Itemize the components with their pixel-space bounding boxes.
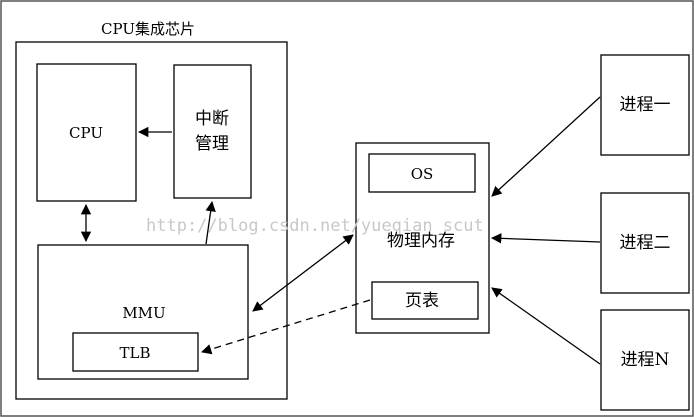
tlb-label: TLB (120, 344, 151, 362)
page-table-label: 页表 (405, 291, 439, 311)
watermark-text: http://blog.csdn.net/yueqian_scut (146, 216, 484, 236)
process-2-label: 进程二 (620, 233, 671, 253)
cpu-box (36, 63, 137, 202)
physical-memory-box (355, 142, 490, 334)
arrow-processn-to-memory (491, 287, 601, 365)
os-box (368, 153, 476, 193)
process-n-box (600, 309, 690, 411)
physical-memory-label: 物理内存 (387, 231, 455, 251)
os-label: OS (411, 165, 434, 183)
arrow-pagetable-to-tlb (201, 299, 371, 355)
interrupt-label-line1: 中断 (195, 109, 229, 129)
interrupt-label-line2: 管理 (195, 134, 229, 154)
process-1-label: 进程一 (620, 95, 671, 115)
process-2-box (600, 192, 690, 294)
cpu-chip-title: CPU集成芯片 (101, 20, 195, 38)
interrupt-box (173, 64, 252, 199)
cpu-chip-box (15, 41, 288, 400)
mmu-box (37, 244, 249, 380)
arrow-process1-to-memory (491, 96, 601, 197)
arrow-mmu-memory (252, 234, 354, 312)
mmu-label: MMU (122, 304, 165, 322)
tlb-box (72, 332, 199, 372)
arrow-mmu-to-interrupt (205, 200, 216, 245)
process-n-label: 进程N (621, 350, 670, 370)
process-1-box (600, 54, 690, 156)
cpu-label: CPU (69, 124, 103, 142)
arrow-process2-to-memory (490, 233, 601, 244)
page-table-box (371, 281, 479, 320)
